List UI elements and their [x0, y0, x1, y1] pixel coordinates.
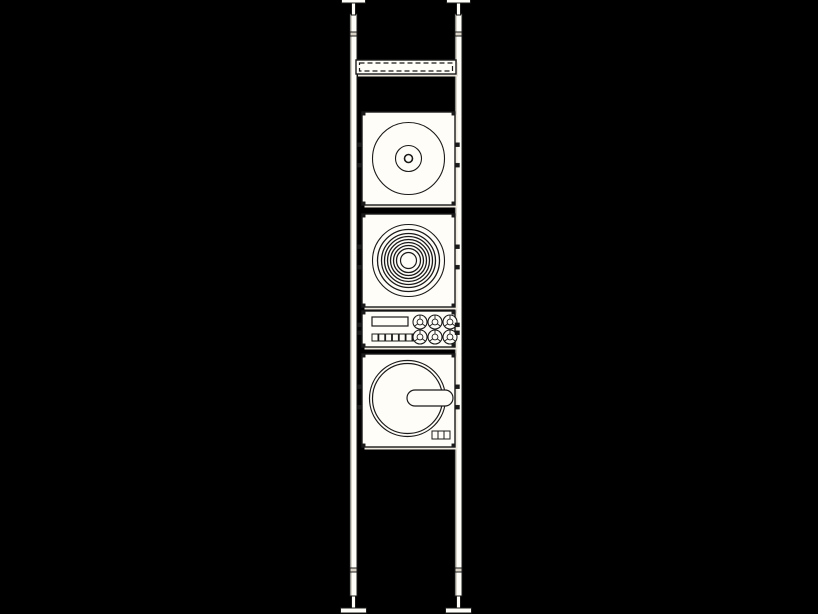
- shelf-rack-module: [355, 59, 458, 77]
- rotary-knob-4-tick-left: [414, 338, 418, 342]
- indicator-lamps: [431, 430, 451, 440]
- rotary-knob-2-tick-left: [429, 323, 433, 327]
- rotary-knob-4-cap: [416, 333, 424, 341]
- pole-clip-right-2: [454, 264, 460, 270]
- rotary-knob-3-tick-left: [444, 323, 448, 327]
- display-readout: [371, 316, 409, 327]
- corner-bracket-1: [361, 111, 366, 116]
- pole-clip-left-1: [357, 384, 363, 389]
- cone-ring-6: [389, 241, 428, 280]
- adjustable-floor-foot-right: [445, 607, 472, 614]
- speaker-dustcap: [399, 251, 418, 270]
- corner-bracket-3: [361, 303, 366, 308]
- preset-button-2[interactable]: [378, 333, 386, 342]
- pole-shaft-left: [349, 13, 358, 597]
- corner-bracket-4: [451, 443, 456, 448]
- rotary-knob-6-cap: [446, 333, 454, 341]
- cone-ring-2: [376, 228, 441, 293]
- pole-clip-left-1: [357, 142, 363, 147]
- corner-bracket-4: [451, 303, 456, 308]
- pole-clip-right-1: [454, 384, 460, 389]
- rotary-knob-2-tick-right: [437, 323, 441, 327]
- preset-button-3[interactable]: [385, 333, 393, 342]
- rotary-knob-6-tick-left: [444, 338, 448, 342]
- pole-foot-stem-right: [456, 595, 461, 609]
- cone-ring-5: [386, 238, 431, 283]
- cone-ring-8: [395, 247, 422, 274]
- corner-bracket-2: [451, 213, 456, 218]
- rotary-knob-1-cap: [416, 318, 424, 326]
- turntable-unit-module[interactable]: [357, 111, 460, 208]
- rotary-knob-5-cap: [431, 333, 439, 341]
- pole-clip-left-2: [357, 330, 363, 335]
- cone-ring-7: [392, 244, 425, 277]
- washer-unit-module[interactable]: [357, 353, 460, 450]
- corner-bracket-4: [451, 201, 456, 206]
- control-panel-body: [361, 310, 456, 348]
- turntable-body: [361, 111, 456, 206]
- pole-collar-top-left: [349, 31, 358, 37]
- pole-clip-right-2: [454, 330, 460, 335]
- speaker-body: [361, 213, 456, 308]
- rotary-knob-1-tick-left: [414, 323, 418, 327]
- pole-clip-left-1: [357, 244, 363, 249]
- rotary-knob-6-tick-right: [452, 338, 456, 342]
- corner-bracket-2: [451, 310, 456, 315]
- pole-clip-right-2: [454, 404, 460, 410]
- speaker-unit-module: [357, 213, 460, 310]
- corner-bracket-1: [361, 310, 366, 315]
- platter-disc[interactable]: [371, 121, 446, 196]
- pole-collar-bottom-right: [454, 567, 463, 573]
- spindle-hub: [403, 153, 414, 164]
- corner-bracket-2: [451, 353, 456, 358]
- pole-collar-top-right: [454, 31, 463, 37]
- cone-ring-1: [371, 223, 446, 298]
- pole-clip-right-1: [454, 322, 460, 328]
- preset-button-5[interactable]: [398, 333, 406, 342]
- rotary-knob-5-tick-left: [429, 338, 433, 342]
- disc-label-ring: [394, 144, 423, 173]
- pole-clip-right-1: [454, 244, 460, 249]
- cone-ring-3: [380, 232, 437, 289]
- cone-ring-4: [383, 235, 434, 286]
- corner-bracket-2: [451, 111, 456, 116]
- rotary-knob-3-cap: [446, 318, 454, 326]
- corner-bracket-3: [361, 343, 366, 348]
- preset-button-6[interactable]: [405, 333, 413, 342]
- control-panel-unit-module[interactable]: [357, 310, 460, 350]
- tension-pole-frame: [340, 0, 472, 614]
- pole-clip-left-1: [357, 322, 363, 328]
- pole-top-stem-right: [456, 1, 461, 16]
- rotary-knob-4-tick-right: [422, 338, 426, 342]
- shelf-slot-grille: [358, 62, 454, 72]
- door-handle[interactable]: [406, 389, 454, 407]
- pole-clip-left-2: [357, 264, 363, 270]
- adjustable-floor-foot-left: [340, 607, 367, 614]
- pole-clip-right-1: [454, 142, 460, 147]
- rotary-knob-1-tick-right: [422, 323, 426, 327]
- rotary-knob-2-cap: [431, 318, 439, 326]
- corner-bracket-4: [451, 343, 456, 348]
- pole-top-stem-left: [351, 1, 356, 16]
- corner-bracket-3: [361, 201, 366, 206]
- corner-bracket-1: [361, 213, 366, 218]
- corner-bracket-1: [361, 353, 366, 358]
- pole-foot-stem-left: [351, 595, 356, 609]
- pole-collar-bottom-left: [349, 567, 358, 573]
- pole-clip-left-2: [357, 404, 363, 410]
- rotary-knob-5-tick-right: [437, 338, 441, 342]
- pole-clip-left-2: [357, 162, 363, 168]
- pole-clip-right-2: [454, 162, 460, 168]
- ceiling-tension-cap-left: [341, 0, 366, 4]
- corner-bracket-3: [361, 443, 366, 448]
- ceiling-tension-cap-right: [446, 0, 471, 4]
- preset-button-4[interactable]: [391, 333, 399, 342]
- preset-button-1[interactable]: [371, 333, 379, 342]
